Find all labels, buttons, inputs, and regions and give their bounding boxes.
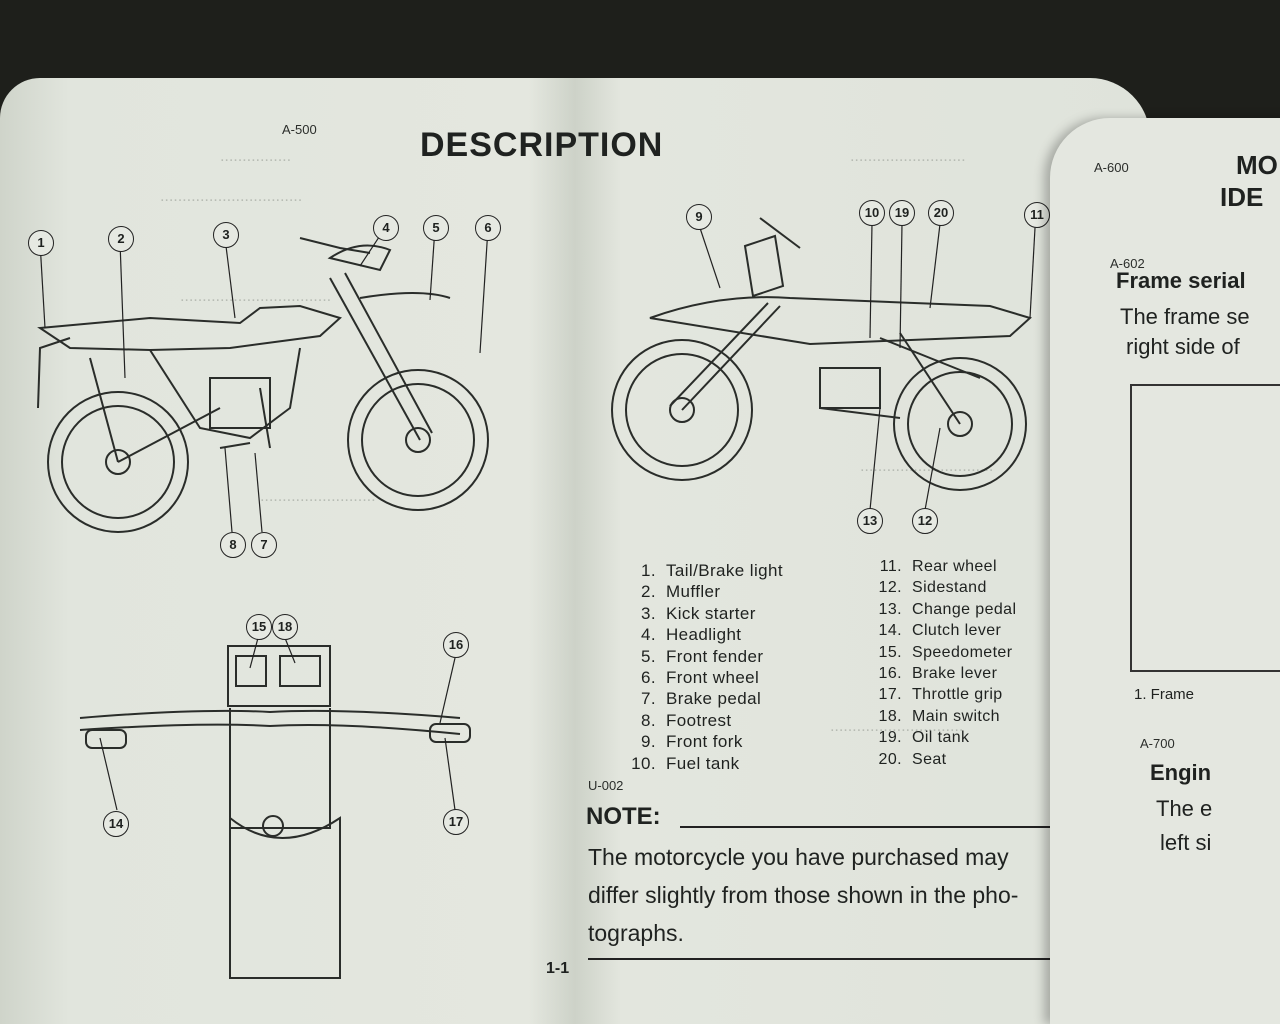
callout-12: 12 [912, 508, 938, 534]
heading-fragment: IDE [1220, 182, 1264, 212]
callout-6: 6 [475, 215, 501, 241]
callout-19: 19 [889, 200, 915, 226]
callout-4: 4 [373, 215, 399, 241]
callout-9: 9 [686, 204, 712, 230]
callout-16: 16 [443, 632, 469, 658]
frame-serial-title: Frame serial [1116, 268, 1246, 293]
legend-item: 19.Oil tank [878, 729, 970, 747]
photo-caption: 1. Frame [1134, 686, 1195, 703]
callout-3: 3 [213, 222, 239, 248]
legend-item: 1.Tail/Brake light [641, 561, 783, 580]
motorcycle-right-illustration [611, 217, 1036, 511]
legend-item: 7.Brake pedal [641, 689, 762, 709]
legend-item: 2.Muffler [641, 582, 721, 602]
engine-text: The e [1156, 796, 1213, 821]
callout-5: 5 [423, 215, 449, 241]
legend-item: 12.Sidestand [878, 579, 987, 597]
frame-serial-text: right side of [1126, 334, 1240, 359]
engine-text: left si [1160, 830, 1212, 855]
callout-1: 1 [28, 230, 54, 256]
note-line: differ slightly from those shown in the … [588, 882, 1019, 908]
section-code: A-602 [1110, 256, 1145, 271]
legend-item: 13.Change pedal [878, 600, 1017, 618]
note-bottom-rule [588, 958, 1128, 960]
legend-item: 18.Main switch [878, 707, 1000, 725]
callout-18: 18 [272, 614, 298, 640]
engine-title: Engin [1150, 760, 1212, 785]
legend-item: 17.Throttle grip [878, 686, 1003, 704]
legend-item: 8.Footrest [641, 710, 732, 730]
page-number: 1-1 [546, 960, 570, 977]
frame-serial-text: The frame se [1120, 304, 1250, 329]
handlebar-illustration [79, 637, 471, 979]
legend-item: 20.Seat [878, 750, 947, 768]
legend-item: 4.Headlight [641, 625, 742, 645]
legend-item: 9.Front fork [641, 732, 743, 752]
page-title: DESCRIPTION [420, 126, 664, 164]
legend-item: 15.Speedometer [878, 643, 1013, 661]
legend-item: 11.Rear wheel [879, 558, 997, 575]
callout-7: 7 [251, 532, 277, 558]
legend-item: 5.Front fender [641, 646, 764, 666]
callout-20: 20 [928, 200, 954, 226]
callout-11: 11 [1024, 202, 1050, 228]
callout-15: 15 [246, 614, 272, 640]
callout-17: 17 [443, 809, 469, 835]
section-code: A-600 [1094, 160, 1129, 175]
callout-8: 8 [220, 532, 246, 558]
legend-item: 6.Front wheel [641, 668, 760, 688]
callout-2: 2 [108, 226, 134, 252]
note-rule [680, 826, 1120, 828]
frame-photo-box [1130, 384, 1280, 672]
heading-fragment: MO [1236, 150, 1278, 180]
legend-column-2: 11.Rear wheel 12.Sidestand 13.Change ped… [868, 556, 1017, 770]
note-label: NOTE: [586, 803, 661, 830]
manual-page: ................ .......................… [0, 78, 1150, 1024]
motorcycle-left-illustration [37, 227, 489, 533]
note-body: The motorcycle you have purchased may di… [588, 838, 1128, 952]
callout-14: 14 [103, 811, 129, 837]
legend-item: 16.Brake lever [878, 665, 998, 683]
legend-item: 14.Clutch lever [878, 622, 1002, 640]
note-line: The motorcycle you have purchased may [588, 844, 1009, 870]
note-code: U-002 [588, 778, 624, 793]
legend-item: 10.Fuel tank [631, 753, 740, 773]
section-code: A-500 [282, 122, 317, 137]
note-line: tographs. [588, 920, 684, 946]
legend-item: 3.Kick starter [641, 603, 756, 623]
section-code: A-700 [1140, 736, 1175, 751]
callout-10: 10 [859, 200, 885, 226]
legend-column-1: 1.Tail/Brake light 2.Muffler 3.Kick star… [622, 560, 783, 774]
callout-13: 13 [857, 508, 883, 534]
adjacent-page: A-600 MO IDE A-602 Frame serial The fram… [1050, 118, 1280, 1024]
